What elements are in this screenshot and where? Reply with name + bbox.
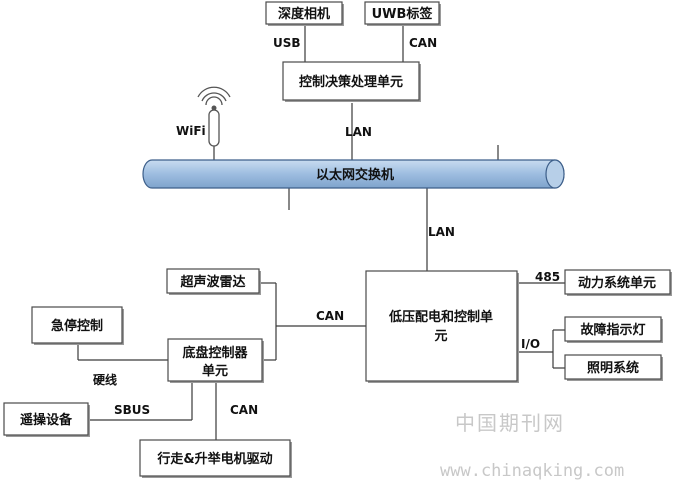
ethernet-switch-bus: 以太网交换机 <box>142 159 565 189</box>
node-control-decision-unit: 控制决策处理单元 <box>282 61 421 102</box>
lv-line2: 元 <box>434 329 447 344</box>
edge-label-usb: USB <box>273 36 301 50</box>
svg-text:照明系统: 照明系统 <box>587 360 639 376</box>
lv-line1: 低压配电和控制单 <box>388 309 493 325</box>
svg-text:超声波雷达: 超声波雷达 <box>180 274 245 290</box>
node-ultrasonic-radar: 超声波雷达 <box>166 268 261 295</box>
svg-text:UWB标签: UWB标签 <box>372 6 434 22</box>
chassis-line1: 底盘控制器 <box>182 345 248 361</box>
node-emergency-stop: 急停控制 <box>31 306 124 345</box>
edge-label-can-bus: CAN <box>316 309 344 323</box>
ethernet-switch-label: 以太网交换机 <box>316 167 394 183</box>
node-lighting-system: 照明系统 <box>564 354 663 381</box>
watermark: 中国期刊网 www.chinaqking.com <box>440 411 624 481</box>
node-low-voltage-unit: 低压配电和控制单 元 <box>365 270 519 383</box>
edge-label-wifi: WiFi <box>176 124 206 138</box>
svg-text:遥操设备: 遥操设备 <box>20 412 73 428</box>
edge-label-lan-lv: LAN <box>428 225 455 239</box>
svg-text:动力系统单元: 动力系统单元 <box>578 275 656 291</box>
edge-label-io: I/O <box>521 337 540 351</box>
edge-label-lan-ctrl: LAN <box>345 125 372 139</box>
edge-label-can-motor: CAN <box>230 403 258 417</box>
watermark-url: www.chinaqking.com <box>440 461 624 481</box>
node-depth-camera: 深度相机 <box>265 1 344 26</box>
chassis-line2: 单元 <box>202 363 228 379</box>
edge-label-485: 485 <box>535 270 560 284</box>
svg-text:控制决策处理单元: 控制决策处理单元 <box>299 74 403 90</box>
svg-text:行走&升举电机驱动: 行走&升举电机驱动 <box>156 451 272 467</box>
node-remote-device: 遥操设备 <box>3 402 90 437</box>
svg-text:深度相机: 深度相机 <box>278 6 330 22</box>
node-power-system-unit: 动力系统单元 <box>564 269 672 296</box>
node-fault-light: 故障指示灯 <box>564 316 663 343</box>
wifi-antenna-icon <box>197 86 231 147</box>
edge-label-can-uwb: CAN <box>409 36 437 50</box>
edge-labels: USB CAN LAN WiFi LAN CAN 硬线 SBUS CAN 485… <box>93 36 560 417</box>
connector-lines <box>77 25 565 440</box>
node-motor-drive: 行走&升举电机驱动 <box>139 439 292 478</box>
svg-text:故障指示灯: 故障指示灯 <box>580 322 645 338</box>
node-chassis-controller: 底盘控制器 单元 <box>167 338 264 383</box>
edge-label-sbus: SBUS <box>114 403 150 417</box>
svg-text:急停控制: 急停控制 <box>51 318 103 334</box>
node-uwb-tag: UWB标签 <box>364 1 441 26</box>
watermark-cn: 中国期刊网 <box>455 411 565 435</box>
edge-label-hardwire: 硬线 <box>93 372 117 387</box>
